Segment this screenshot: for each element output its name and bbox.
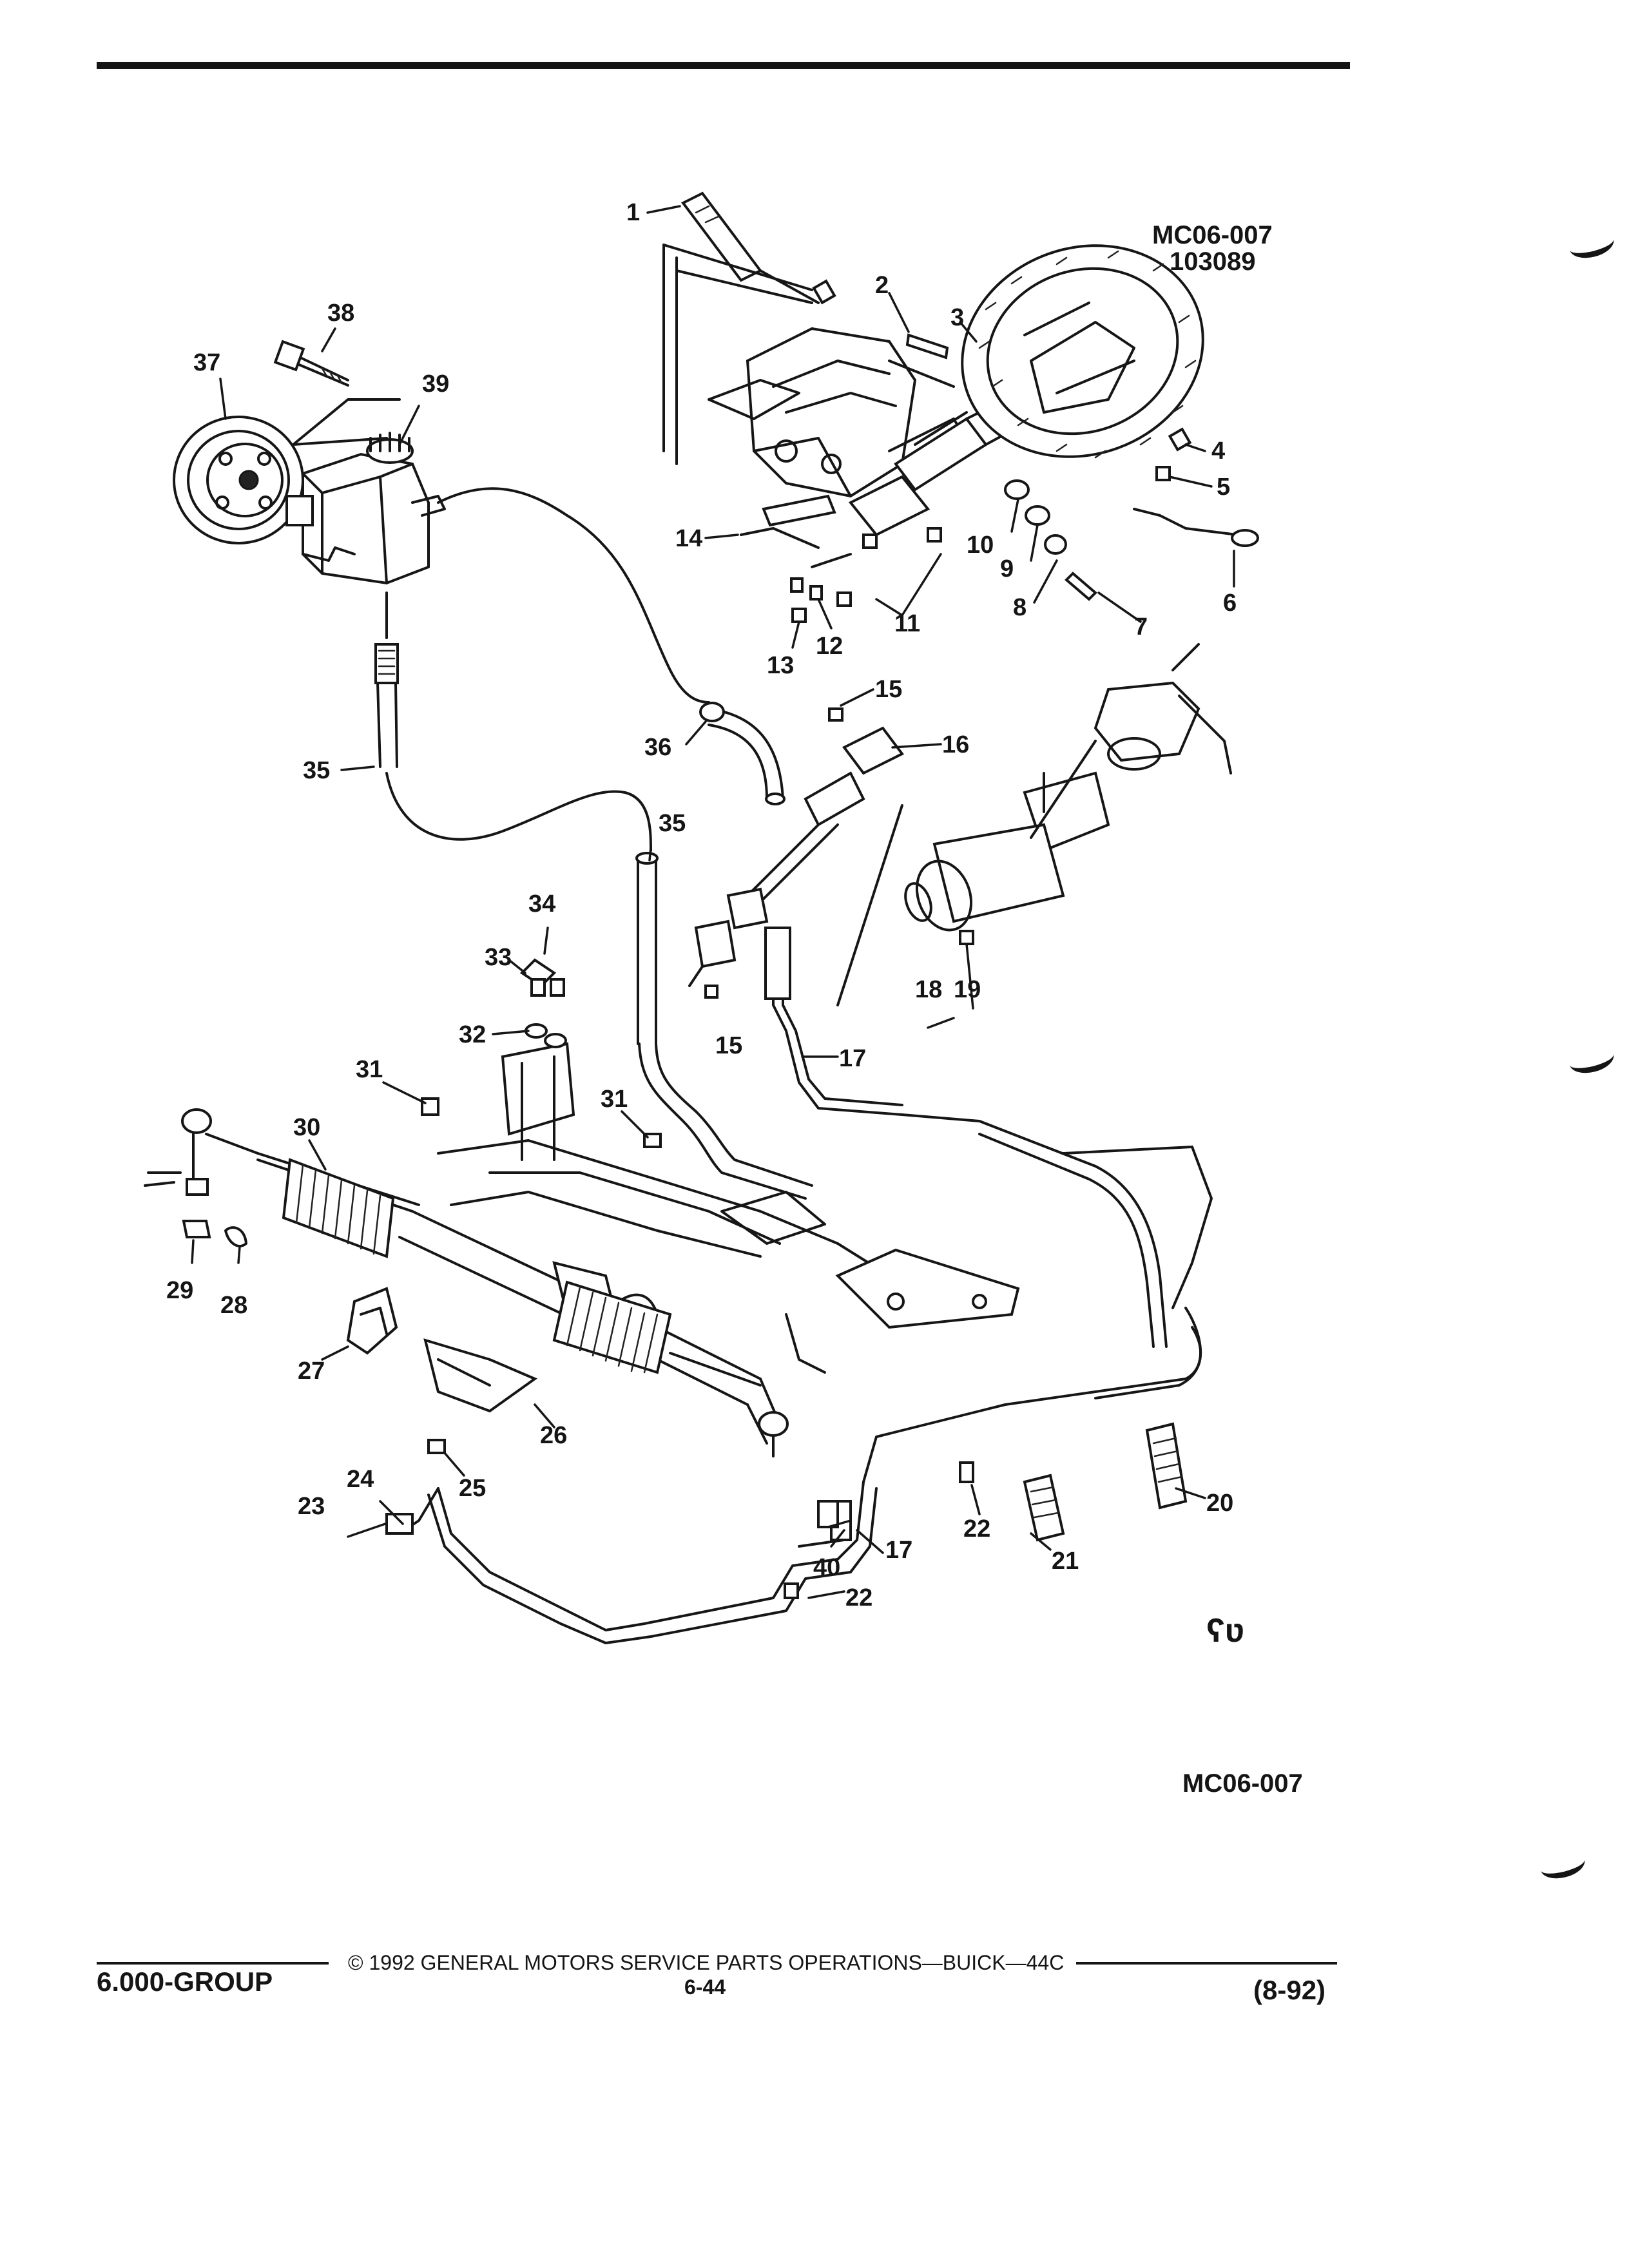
callout-9: 9	[1000, 555, 1014, 582]
drawing-code-top: MC06-007	[1152, 221, 1273, 249]
callout-35-left: 35	[303, 757, 330, 784]
copyright-line: © 1992 GENERAL MOTORS SERVICE PARTS OPER…	[348, 1951, 1065, 1974]
callout-17-upper: 17	[839, 1045, 866, 1072]
callout-33: 33	[485, 944, 512, 971]
pressure-line-17	[764, 927, 1168, 1348]
callout-21: 21	[1052, 1548, 1079, 1575]
drawing-code-bottom: MC06-007	[1182, 1769, 1303, 1798]
callout-6: 6	[1223, 590, 1237, 617]
footer-rule-right	[1076, 1962, 1337, 1965]
brand-logo-mark: ʕʋ	[1206, 1612, 1245, 1649]
tie-rod-ends	[144, 1108, 789, 1457]
callout-15-upper: 15	[875, 676, 902, 703]
callout-31-right: 31	[601, 1086, 628, 1113]
callout-22-right: 22	[963, 1515, 990, 1542]
callout-4: 4	[1211, 437, 1225, 465]
revision-date: (8-92)	[1253, 1975, 1326, 2005]
callout-labels: 1 2 3 4 5 6 7 8 9 10 11 12 13 14 15 15 1…	[166, 199, 1237, 1611]
callout-23: 23	[298, 1493, 325, 1520]
callout-37: 37	[193, 349, 220, 376]
section-group-label: 6.000-GROUP	[97, 1966, 273, 1997]
callout-14: 14	[675, 525, 702, 552]
callout-27: 27	[298, 1358, 325, 1385]
drawing-date-code: 103089	[1170, 247, 1256, 276]
top-rule	[97, 62, 1350, 69]
callout-39: 39	[422, 370, 449, 398]
leader-lines	[191, 205, 1235, 1599]
callout-22-bottom: 22	[845, 1584, 872, 1611]
callout-36: 36	[644, 734, 671, 761]
callout-32: 32	[459, 1021, 486, 1048]
callout-3: 3	[950, 304, 964, 331]
callout-35-right: 35	[659, 810, 686, 837]
callout-2: 2	[875, 272, 889, 299]
pump-pulley	[173, 416, 304, 544]
callout-31-left: 31	[356, 1056, 383, 1083]
steering-wheel	[961, 244, 1204, 459]
intermediate-shaft	[688, 707, 905, 999]
pump-attaching-bolt	[273, 340, 349, 387]
hose-35-lower	[635, 852, 813, 1200]
callout-29: 29	[166, 1277, 193, 1304]
callout-7: 7	[1134, 613, 1148, 640]
callout-18: 18	[915, 976, 942, 1003]
gear-brackets	[346, 958, 662, 1454]
callout-13: 13	[767, 652, 794, 679]
line-clips	[784, 1422, 1188, 1599]
boot-left	[282, 1158, 395, 1258]
callout-26: 26	[540, 1422, 567, 1449]
callout-34: 34	[528, 890, 555, 918]
column-housing	[662, 244, 974, 537]
gear-mounting-frame	[437, 1042, 1020, 1374]
return-hose-loop	[374, 487, 710, 852]
page-number: 6-44	[684, 1975, 726, 1999]
hose-36	[699, 702, 786, 805]
callout-1: 1	[626, 199, 640, 226]
boot-right	[552, 1280, 762, 1387]
steering-gear-seal	[836, 643, 1232, 1006]
callout-12: 12	[816, 633, 843, 660]
callout-30: 30	[293, 1114, 320, 1141]
callout-20: 20	[1206, 1490, 1233, 1517]
callout-8: 8	[1013, 594, 1027, 621]
callout-40: 40	[813, 1554, 840, 1581]
callout-5: 5	[1217, 474, 1230, 501]
callout-19: 19	[954, 976, 981, 1003]
power-steering-pump-body	[285, 398, 446, 585]
callout-10: 10	[967, 532, 994, 559]
callout-28: 28	[220, 1292, 247, 1319]
callout-16: 16	[942, 731, 969, 758]
callout-11: 11	[894, 610, 920, 637]
callout-15-lower: 15	[715, 1032, 742, 1059]
callout-25: 25	[459, 1475, 486, 1502]
callout-17-lower: 17	[885, 1537, 912, 1564]
callout-24: 24	[347, 1466, 374, 1493]
footer-rule-left	[97, 1962, 329, 1965]
small-column-fasteners	[740, 279, 1259, 623]
callout-38: 38	[327, 300, 354, 327]
